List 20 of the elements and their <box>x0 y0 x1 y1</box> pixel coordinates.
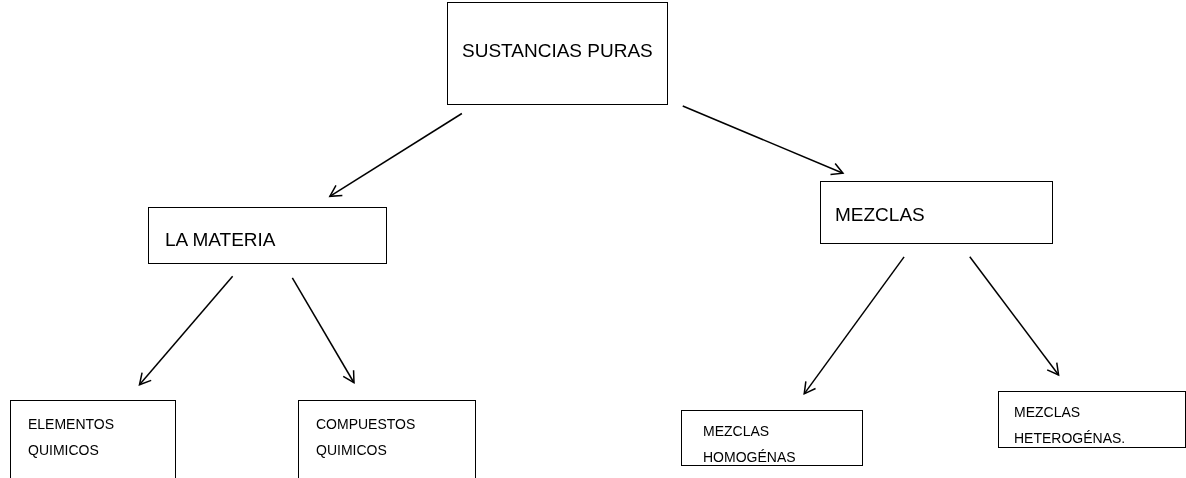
concept-box <box>681 410 863 466</box>
arrow <box>682 105 844 176</box>
concept-box <box>298 400 476 478</box>
box-label: MEZCLAS <box>835 203 926 227</box>
concept-box <box>447 2 668 105</box>
box-label: MEZCLAS HOMOGÉNAS <box>703 422 797 467</box>
arrow <box>329 112 463 198</box>
arrow <box>138 275 234 386</box>
arrow <box>803 256 905 395</box>
arrow <box>969 256 1060 376</box>
box-label: LA MATERIA <box>165 228 277 252</box>
box-label: ELEMENTOS QUIMICOS <box>28 415 116 460</box>
concept-box <box>998 391 1186 448</box>
box-label: MEZCLAS HETEROGÉNAS. <box>1014 403 1127 448</box>
concept-box <box>148 207 387 264</box>
box-label: SUSTANCIAS PURAS <box>462 39 654 63</box>
box-label: COMPUESTOS QUIMICOS <box>316 415 417 460</box>
concept-box <box>820 181 1053 244</box>
arrow <box>291 277 355 384</box>
concept-box <box>10 400 176 478</box>
